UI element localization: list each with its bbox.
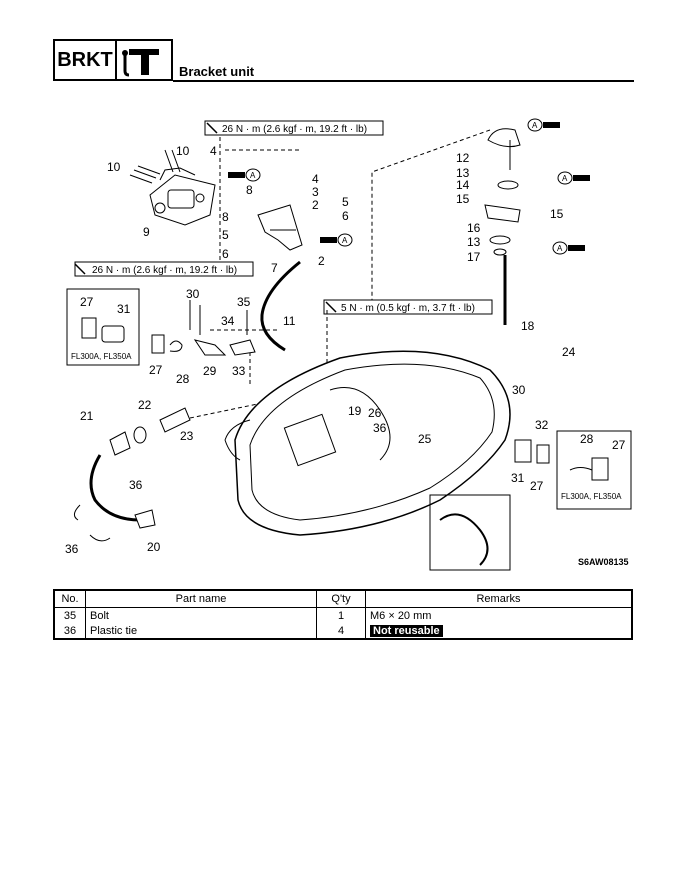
callout: 22 [138,398,152,412]
callout: 19 [348,404,362,418]
callout: 30 [186,287,200,301]
callout: 16 [467,221,481,235]
exploded-parts-diagram: A A A A A 26 N · m (2.6 kgf · m, 19.2 ft… [65,118,632,571]
section-code-box: BRKT [53,39,117,81]
callout: 31 [511,471,525,485]
callout: 13 [467,235,481,249]
cell-no: 36 [63,624,77,637]
cell-remarks: Not reusable [365,623,632,639]
callout: 27 [80,295,94,309]
callout: 36 [129,478,143,492]
callout: 3 [312,185,319,199]
callout: 2 [318,254,325,268]
callout: 35 [237,295,251,309]
part-callouts: 10 10 4 8 4 3 2 5 6 8 5 6 7 2 9 12 13 14… [65,144,626,556]
col-header-part-name: Part name [85,590,317,608]
callout: 26 [368,406,382,420]
callout: 5 [342,195,349,209]
callout: 15 [456,192,470,206]
callout: 34 [221,314,235,328]
callout: 24 [562,345,576,359]
table-row: 36 Plastic tie 4 Not reusable [54,623,632,639]
callout: 18 [521,319,535,333]
cell-part-name: Plastic tie [85,623,317,639]
col-header-no: No. [54,590,86,608]
callout: 27 [612,438,626,452]
callout: 7 [271,261,278,275]
table-header-row: No. Part name Q'ty Remarks [54,590,632,608]
callout: 27 [149,363,163,377]
callout: 2 [312,198,319,212]
callout: 8 [246,183,253,197]
col-header-remarks: Remarks [365,590,632,608]
callout: 25 [418,432,432,446]
callout: 14 [456,178,470,192]
callout: 33 [232,364,246,378]
callout: 15 [550,207,564,221]
callout: 29 [203,364,217,378]
callout: 36 [65,542,79,556]
callout: 31 [117,302,131,316]
callout-a: A [250,171,256,180]
callout: 4 [312,172,319,186]
figure-code: S6AW08135 [578,557,629,567]
callout: 6 [342,209,349,223]
callout: 10 [107,160,121,174]
page-title: Bracket unit [179,64,255,79]
callout: 21 [80,409,94,423]
cell-part-name: Bolt [85,607,317,623]
callout-a: A [557,244,563,253]
callout: 23 [180,429,194,443]
callout: 28 [580,432,594,446]
callout: 30 [512,383,526,397]
callout: 8 [222,210,229,224]
header-rule [173,80,634,82]
section-code: BRKT [57,48,113,71]
col-header-qty: Q'ty [316,590,366,608]
inset-caption: FL300A, FL350A [561,492,622,501]
callout: 27 [530,479,544,493]
callout: 5 [222,228,229,242]
callout: 6 [222,247,229,261]
callout: 11 [283,314,296,328]
cell-remarks: M6 × 20 mm [365,607,632,623]
torque-spec: 26 N · m (2.6 kgf · m, 19.2 ft · lb) [92,265,237,276]
callout: 9 [143,225,150,239]
callout: 12 [456,151,470,165]
torque-spec: 26 N · m (2.6 kgf · m, 19.2 ft · lb) [222,124,367,135]
inset-caption: FL300A, FL350A [71,352,132,361]
bracket-unit-icon [115,39,173,81]
callout-a: A [342,236,348,245]
torque-spec: 5 N · m (0.5 kgf · m, 3.7 ft · lb) [341,303,475,314]
callout: 17 [467,250,481,264]
not-reusable-badge: Not reusable [370,624,443,637]
cell-no: 35 [63,609,77,622]
callout: 20 [147,540,161,554]
cell-qty: 1 [316,607,366,623]
callout: 32 [535,418,549,432]
remarks-text: M6 × 20 mm [370,609,432,622]
callout-a: A [532,121,538,130]
callout: 13 [456,166,470,180]
callout: 28 [176,372,190,386]
parts-table: No. Part name Q'ty Remarks 35 Bolt 1 M6 … [53,589,633,640]
cell-qty: 4 [316,623,366,639]
callout-a: A [562,174,568,183]
table-row: 35 Bolt 1 M6 × 20 mm [54,607,632,623]
callout-a-tags: A A A A A [228,118,590,255]
callout: 4 [210,144,217,158]
callout: 36 [373,421,387,435]
callout: 10 [176,144,190,158]
